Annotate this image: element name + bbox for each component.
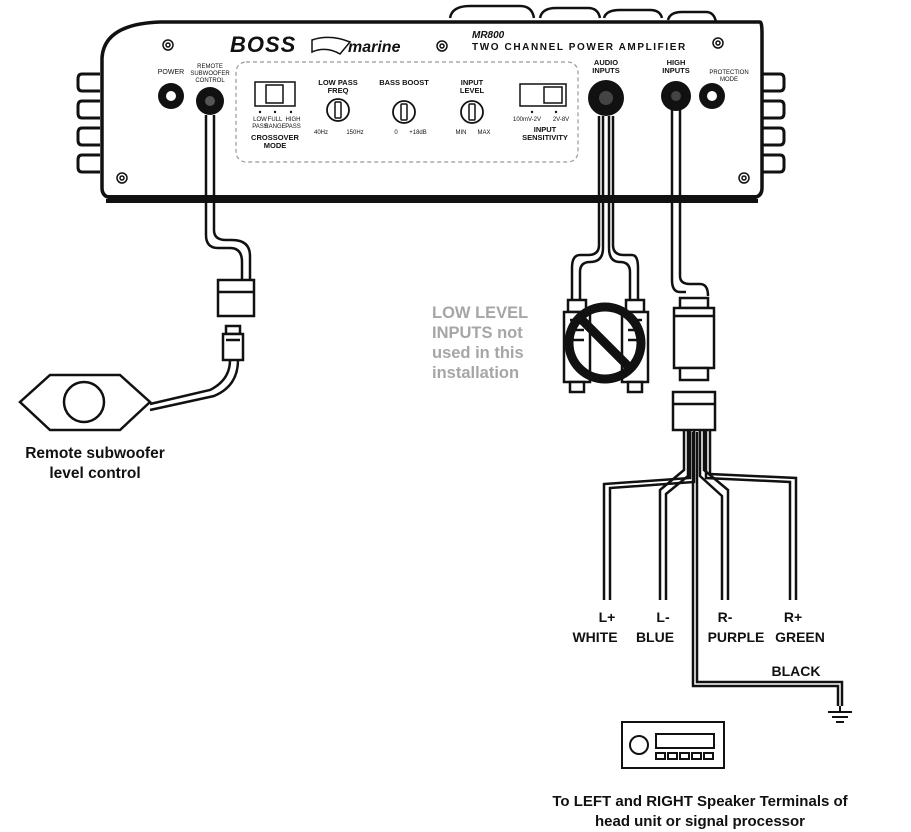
wire-color-1: BLUE (636, 629, 674, 645)
audio-inputs-label-2: INPUTS (592, 66, 620, 75)
high-inputs-label-2: INPUTS (662, 66, 690, 75)
heatsink-fins-right (762, 72, 786, 174)
corner-screws (116, 37, 750, 184)
head-unit-icon (621, 721, 725, 769)
model-number: MR800 (472, 30, 505, 41)
sensitivity-title-2: SENSITIVITY (522, 133, 568, 142)
bassboost-title: BASS BOOST (379, 78, 429, 87)
bassboost-max: +18dB (409, 130, 427, 136)
remote-cable (204, 115, 252, 280)
remote-label-3: CONTROL (195, 78, 225, 84)
power-led (158, 83, 184, 109)
control-panel (235, 61, 579, 163)
power-label: POWER (158, 69, 184, 76)
low-level-note-2: INPUTS not (432, 324, 523, 342)
heatsink-fins-top (448, 4, 718, 23)
head-unit-caption-1: To LEFT and RIGHT Speaker Terminals of (552, 793, 848, 810)
wire-terminal-3: R+ (784, 609, 802, 625)
remote-connector (216, 278, 256, 362)
brand-sub: marine (348, 39, 401, 56)
crossover-opt-1a: LOW (253, 117, 267, 123)
sensitivity-switch (519, 83, 567, 107)
sensitivity-opt-1: 100mV-2V (513, 117, 541, 123)
remote-level-control (18, 373, 152, 432)
remote-label-2: SUBWOOFER (190, 71, 230, 77)
remote-caption-2: level control (49, 465, 140, 482)
head-unit-caption-2: head unit or signal processor (595, 813, 805, 830)
lowpass-title-1: LOW PASS (318, 78, 357, 87)
remote-cable-lower (149, 359, 232, 406)
crossover-opt-2b: RANGE (264, 124, 285, 130)
remote-caption-1: Remote subwoofer (25, 445, 165, 462)
lowpass-knob (326, 98, 350, 122)
inputlevel-title-1: INPUT (461, 78, 484, 87)
wire-terminal-1: L- (656, 609, 670, 625)
lowpass-title-2: FREQ (328, 86, 349, 95)
sensitivity-title-1: INPUT (534, 125, 557, 134)
remote-label-1: REMOTE (197, 64, 223, 70)
sensitivity-opt-2: 2V-8V (553, 117, 569, 123)
lowpass-min: 40Hz (314, 130, 328, 136)
ground-icon (828, 706, 852, 723)
wire-color-0: WHITE (572, 629, 617, 645)
crossover-opt-1b: PASS (252, 124, 268, 130)
amplifier-body (100, 20, 764, 200)
crossover-opt-3b: PASS (285, 124, 301, 130)
high-input-connector (671, 296, 717, 432)
harness-wires (602, 430, 844, 706)
audio-inputs-label-1: AUDIO (594, 58, 618, 67)
amplifier (76, 4, 786, 203)
wire-terminal-0: L+ (599, 609, 616, 625)
inputlevel-title-2: LEVEL (460, 86, 485, 95)
protection-led (699, 83, 725, 109)
low-level-note-1: LOW LEVEL (432, 304, 528, 322)
brand-swoosh (311, 36, 352, 55)
wire-color-2: PURPLE (708, 629, 765, 645)
bassboost-knob (392, 100, 416, 124)
bassboost-min: 0 (394, 130, 398, 136)
high-input-cable (670, 110, 710, 297)
crossover-title-1: CROSSOVER (251, 133, 300, 142)
crossover-opt-2a: FULL (268, 117, 283, 123)
inputlevel-min: MIN (456, 130, 467, 136)
prohibited-icon (564, 302, 646, 384)
wire-color-3: GREEN (775, 629, 825, 645)
crossover-switch (254, 81, 296, 107)
low-level-note-3: used in this (432, 344, 524, 362)
protection-label-2: MODE (720, 77, 738, 83)
rca-cables (570, 116, 640, 300)
wire-terminal-2: R- (718, 609, 733, 625)
lowpass-max: 150Hz (346, 130, 363, 136)
heatsink-fins-left (76, 72, 100, 174)
ground-wire-label: BLACK (772, 663, 821, 679)
high-inputs-label-1: HIGH (667, 58, 686, 67)
crossover-opt-3a: HIGH (286, 117, 301, 123)
model-subtitle: TWO CHANNEL POWER AMPLIFIER (472, 42, 687, 53)
inputlevel-knob (460, 100, 484, 124)
inputlevel-max: MAX (477, 130, 490, 136)
protection-label-1: PROTECTION (709, 70, 748, 76)
brand-logo: BOSS (230, 32, 296, 57)
crossover-title-2: MODE (264, 141, 287, 150)
low-level-note-4: installation (432, 364, 519, 382)
